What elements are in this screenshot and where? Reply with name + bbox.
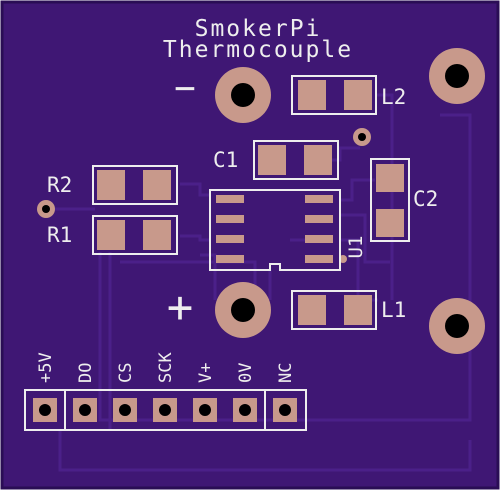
header-pin-label-3: CS	[116, 363, 136, 383]
thermocouple-plus-pad	[215, 282, 271, 338]
ic-u1	[209, 189, 341, 271]
via-right	[353, 128, 371, 146]
label-c2: C2	[413, 187, 438, 211]
header-labels: +5V DO CS SCK V+ 0V NC	[36, 352, 296, 383]
inductor-l1	[291, 290, 377, 330]
capacitor-c1	[253, 140, 339, 180]
header-connector	[24, 389, 307, 431]
label-u1: U1	[345, 236, 367, 259]
label-l1: L1	[381, 298, 406, 322]
header-pin-label-7: NC	[276, 363, 296, 383]
via-left	[37, 200, 55, 218]
capacitor-c2	[370, 158, 410, 242]
header-pin-label-2: DO	[76, 363, 96, 383]
mounting-hole-top-right	[429, 48, 485, 104]
header-pin-4	[153, 398, 177, 422]
label-r2: R2	[47, 173, 72, 197]
header-pin-1	[33, 398, 57, 422]
header-pin-label-6: 0V	[236, 363, 256, 383]
header-pin-2	[73, 398, 97, 422]
board-title-line2: Thermocouple	[163, 37, 353, 63]
header-pin-7	[273, 398, 297, 422]
header-pin-5	[193, 398, 217, 422]
header-pin-label-4: SCK	[156, 352, 176, 383]
label-c1: C1	[213, 148, 238, 172]
thermocouple-minus-pad	[215, 67, 271, 123]
board-title-line1: SmokerPi	[195, 16, 322, 42]
label-l2: L2	[381, 85, 406, 109]
resistor-r1	[92, 215, 178, 255]
inductor-l2	[291, 75, 377, 115]
header-pin-3	[113, 398, 137, 422]
plus-marker: +	[167, 282, 194, 333]
header-pin-6	[233, 398, 257, 422]
header-pin-label-5: V+	[196, 363, 216, 383]
mounting-hole-bottom-right	[429, 298, 485, 354]
minus-marker: −	[174, 68, 196, 109]
header-pads	[33, 398, 297, 422]
header-pin-label-1: +5V	[36, 352, 56, 383]
label-r1: R1	[47, 223, 72, 247]
resistor-r2	[92, 165, 178, 205]
